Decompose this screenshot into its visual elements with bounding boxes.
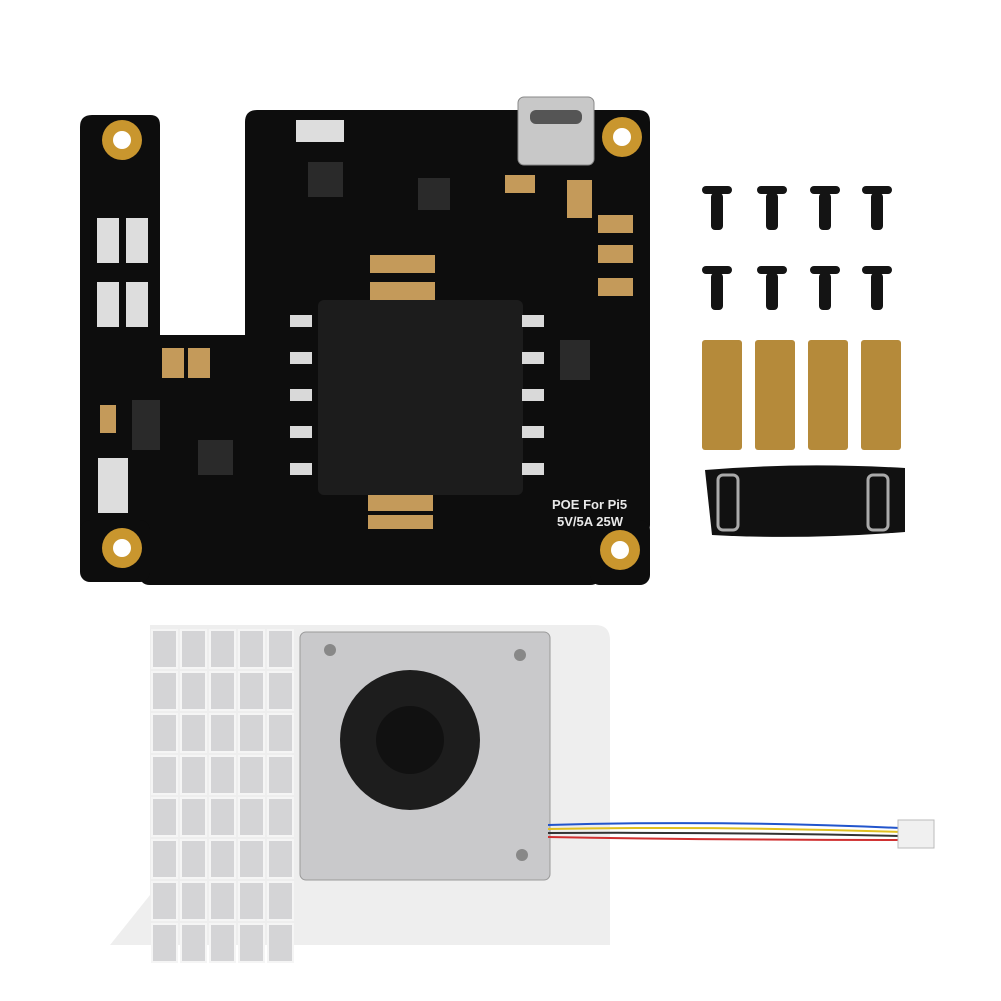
heatsink-fin <box>180 713 207 753</box>
heatsink-fin <box>267 671 294 711</box>
heatsink-fin <box>151 671 178 711</box>
screw-icon <box>757 266 787 310</box>
heatsink-fin <box>151 797 178 837</box>
heatsink-fin <box>238 671 265 711</box>
heatsink-fin <box>267 881 294 921</box>
heatsink-fin <box>180 671 207 711</box>
heatsink-fin <box>267 713 294 753</box>
standoff-icon <box>702 340 742 450</box>
screw-set <box>702 186 892 310</box>
heatsink-fin <box>267 923 294 963</box>
heatsink-fin <box>151 713 178 753</box>
heatsink-fin <box>238 629 265 669</box>
heatsink-fin <box>151 629 178 669</box>
screw-icon <box>757 186 787 230</box>
pcie-adapter-cable <box>705 465 905 537</box>
heatsink-fin <box>180 839 207 879</box>
heatsink-fin <box>151 881 178 921</box>
heatsink-fin <box>267 839 294 879</box>
heatsink-fin <box>267 755 294 795</box>
screw-icon <box>862 266 892 310</box>
standoff-icon <box>861 340 901 450</box>
heatsink-fin <box>238 713 265 753</box>
heatsink-fin <box>209 881 236 921</box>
screw-icon <box>810 186 840 230</box>
heatsink-fin <box>151 839 178 879</box>
heatsink-fin <box>238 839 265 879</box>
transformer-icon <box>318 300 523 495</box>
screw-icon <box>702 266 732 310</box>
mounting-hole-icon <box>602 117 642 157</box>
heatsink-fin <box>238 881 265 921</box>
screw-icon <box>702 186 732 230</box>
fan-connector-icon <box>897 819 935 849</box>
heatsink-fin <box>238 797 265 837</box>
mounting-hole-icon <box>102 120 142 160</box>
heatsink-fin <box>151 755 178 795</box>
standoff-icon <box>808 340 848 450</box>
heatsink-fin <box>180 923 207 963</box>
screw-icon <box>862 186 892 230</box>
fan-cable <box>547 822 901 841</box>
board-label-rating: 5V/5A 25W <box>557 514 624 529</box>
heatsink-fin <box>151 923 178 963</box>
heatsink-fin <box>209 839 236 879</box>
heatsink-fin <box>238 923 265 963</box>
board-label-title: POE For Pi5 <box>552 497 627 512</box>
heatsink-fin <box>209 755 236 795</box>
heatsink-fin <box>180 797 207 837</box>
heatsink-fin <box>209 713 236 753</box>
heatsink-fins <box>151 629 294 963</box>
mounting-hole-icon <box>102 528 142 568</box>
heatsink-fin <box>209 923 236 963</box>
standoff-set <box>702 340 901 450</box>
heatsink-fin <box>238 755 265 795</box>
heatsink-fin <box>180 629 207 669</box>
poe-hat-board: POE For Pi5 5V/5A 25W <box>80 96 650 585</box>
active-cooler <box>110 625 935 963</box>
mounting-hole-icon <box>600 530 640 570</box>
heatsink-fin <box>180 755 207 795</box>
standoff-icon <box>755 340 795 450</box>
screw-icon <box>810 266 840 310</box>
heatsink-fin <box>267 797 294 837</box>
heatsink-fin <box>267 629 294 669</box>
heatsink-fin <box>180 881 207 921</box>
usb-c-port-icon <box>517 96 595 166</box>
heatsink-fin <box>209 671 236 711</box>
heatsink-fin <box>209 629 236 669</box>
heatsink-fin <box>209 797 236 837</box>
